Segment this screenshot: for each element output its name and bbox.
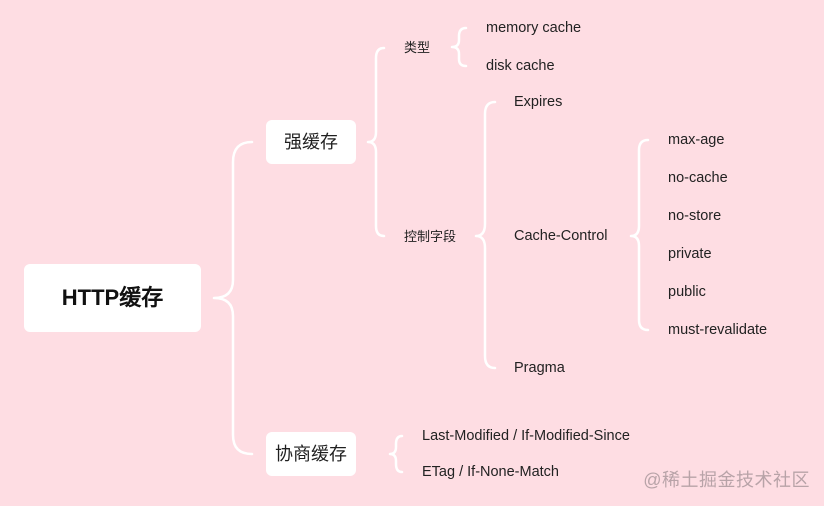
leaf-last-modified: Last-Modified / If-Modified-Since: [422, 428, 630, 444]
leaf-pragma: Pragma: [514, 360, 565, 376]
node-type: 类型: [404, 40, 431, 55]
node-control-field: 控制字段: [404, 229, 457, 244]
leaf-no-cache: no-cache: [668, 170, 728, 186]
leaf-cache-control: Cache-Control: [514, 228, 608, 244]
root-node-http-cache[interactable]: HTTP缓存: [24, 264, 201, 332]
leaf-expires: Expires: [514, 94, 563, 110]
node-negotiation-cache[interactable]: 协商缓存: [266, 432, 356, 476]
leaf-must-revalidate: must-revalidate: [668, 322, 768, 338]
leaf-disk-cache: disk cache: [486, 58, 555, 74]
connector-type-bracket: [450, 26, 468, 68]
leaf-memory-cache: memory cache: [486, 20, 582, 36]
node-strong-cache[interactable]: 强缓存: [266, 120, 356, 164]
connector-strong-cache-bracket: [366, 46, 386, 238]
connector-control-field-bracket: [474, 100, 497, 370]
leaf-private: private: [668, 246, 712, 262]
connector-cache-control-bracket: [629, 138, 650, 332]
leaf-no-store: no-store: [668, 208, 722, 224]
leaf-etag: ETag / If-None-Match: [422, 464, 559, 480]
leaf-max-age: max-age: [668, 132, 725, 148]
watermark-text: @稀土掘金技术社区: [643, 470, 810, 490]
leaf-public: public: [668, 284, 706, 300]
connector-negotiation-cache-bracket: [388, 434, 404, 474]
connector-root-bracket: [212, 140, 254, 456]
